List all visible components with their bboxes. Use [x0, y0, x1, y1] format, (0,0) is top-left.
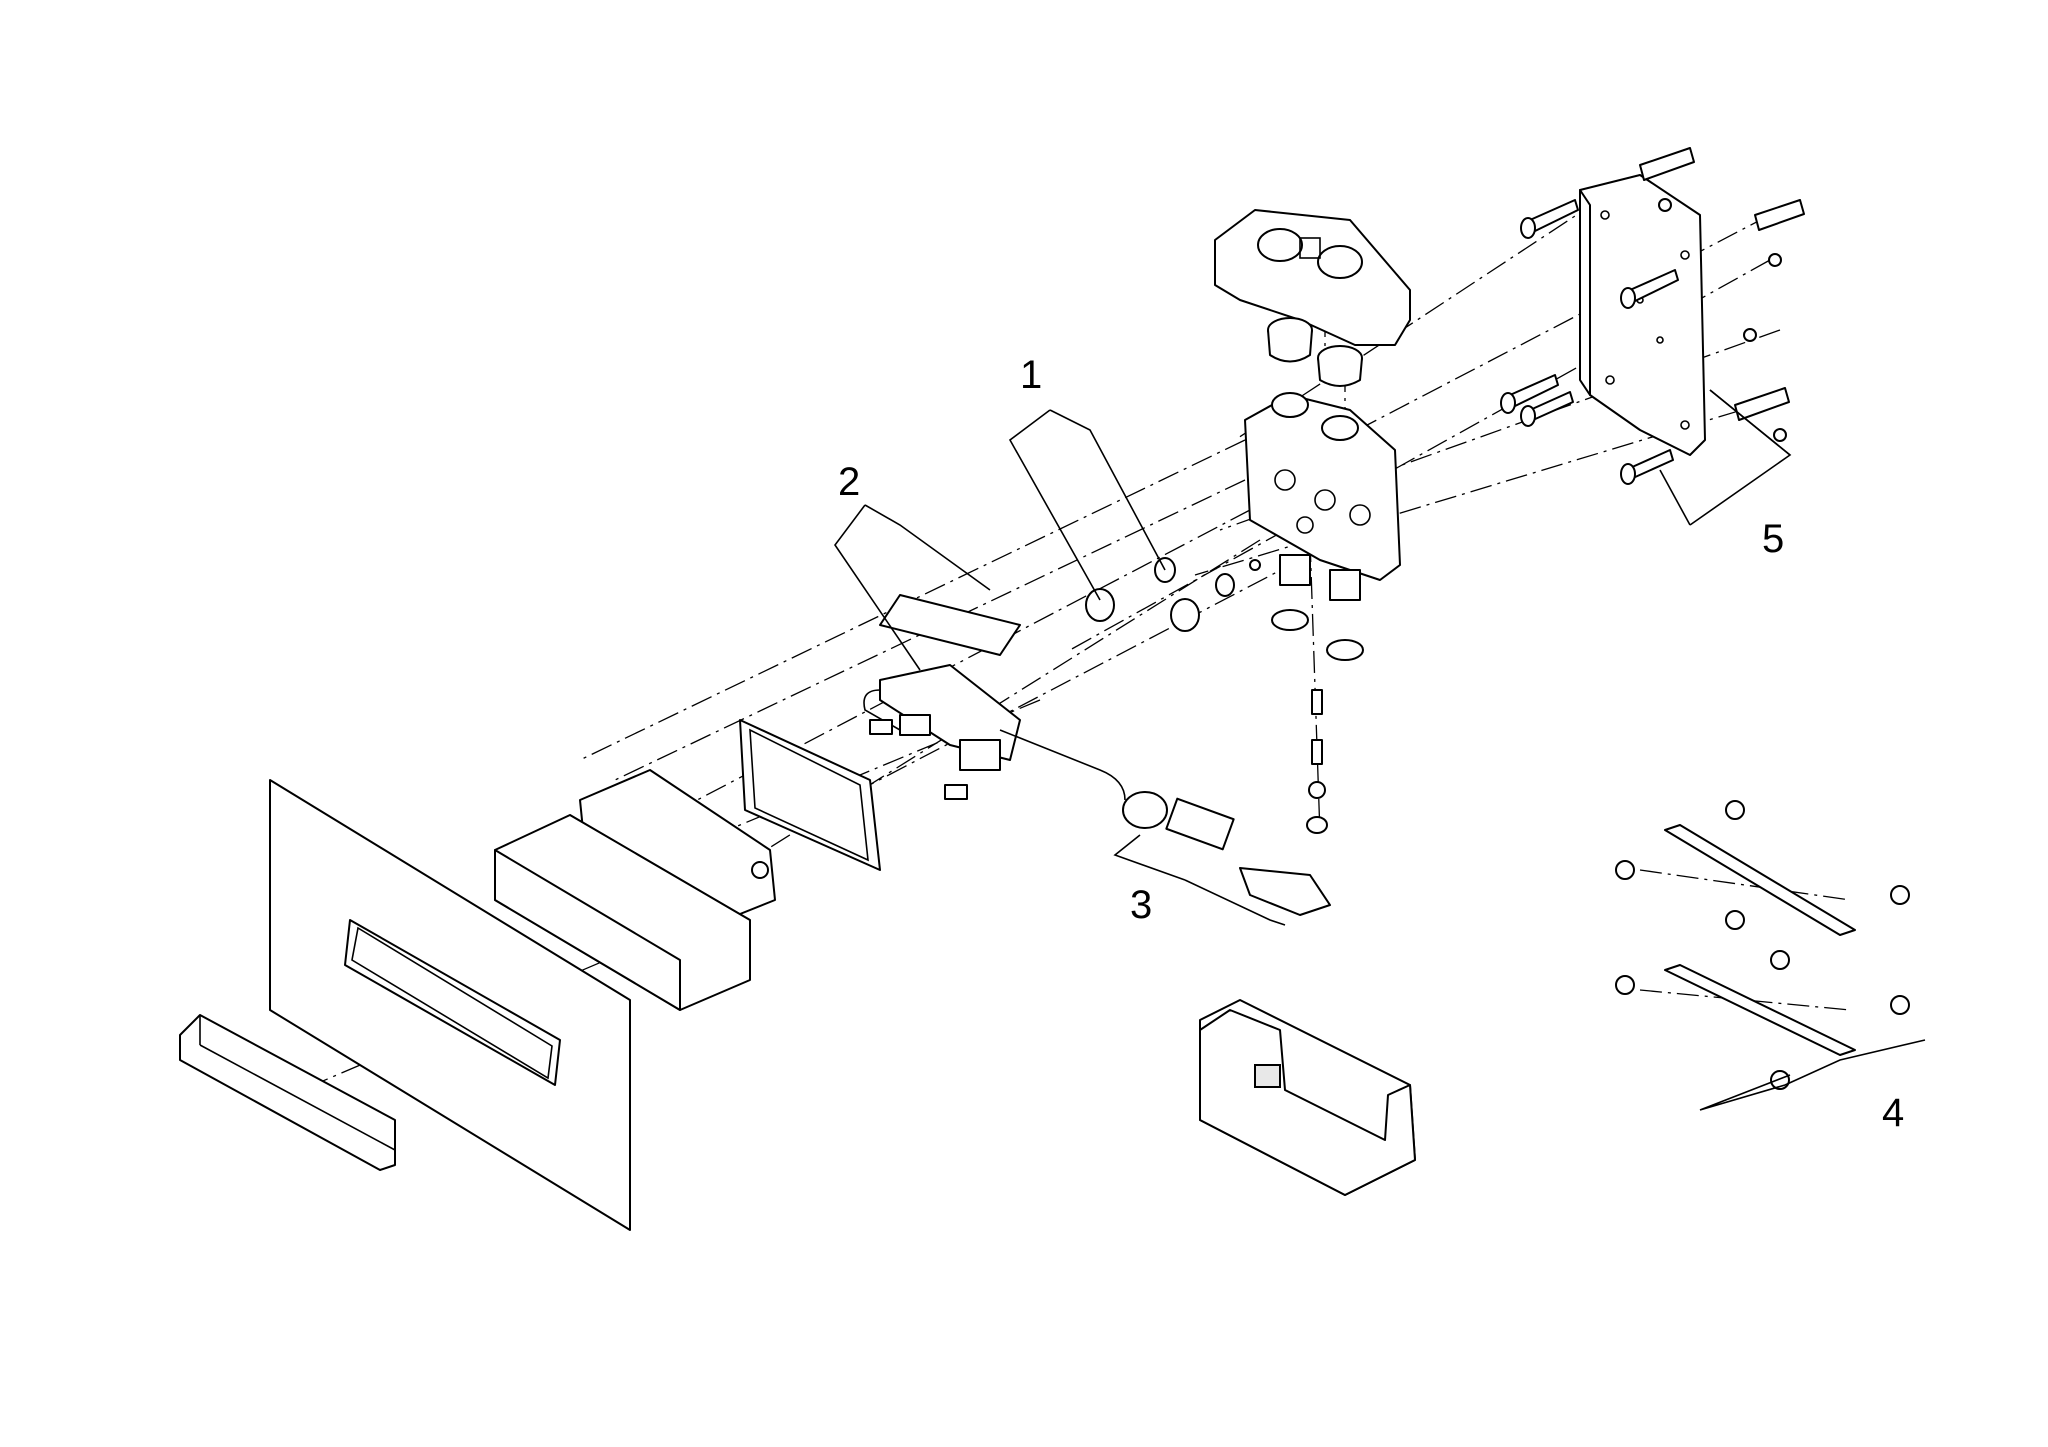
- valve-body: [1244, 392, 1401, 601]
- callout-2: 2: [838, 460, 860, 504]
- wall-plugs: [1639, 147, 1805, 442]
- callout-3: 3: [1130, 883, 1152, 927]
- callout-1: 1: [1020, 353, 1042, 397]
- solenoid-unit: [863, 664, 1126, 801]
- connector-cable: [1122, 791, 1331, 916]
- wall-screws: [1500, 199, 1679, 485]
- top-cover: [1214, 209, 1411, 346]
- seal-rings: [1085, 557, 1261, 632]
- bottom-bracket: [1199, 999, 1416, 1196]
- mounting-bars: [1615, 800, 1910, 1090]
- rectangular-sleeve: [494, 814, 751, 1011]
- wall-plate: [1579, 174, 1706, 456]
- leader-lines: [834, 389, 1926, 1111]
- callout-4: 4: [1882, 1091, 1904, 1135]
- trim-strip: [179, 1014, 396, 1171]
- valve-fittings: [1271, 609, 1364, 834]
- valve-caps: [1267, 317, 1363, 387]
- callout-5: 5: [1762, 517, 1784, 561]
- callout-labels: 1 2 3 4 5: [838, 353, 1904, 1135]
- label-sticker: [879, 594, 1021, 656]
- cover-plate: [269, 779, 631, 1231]
